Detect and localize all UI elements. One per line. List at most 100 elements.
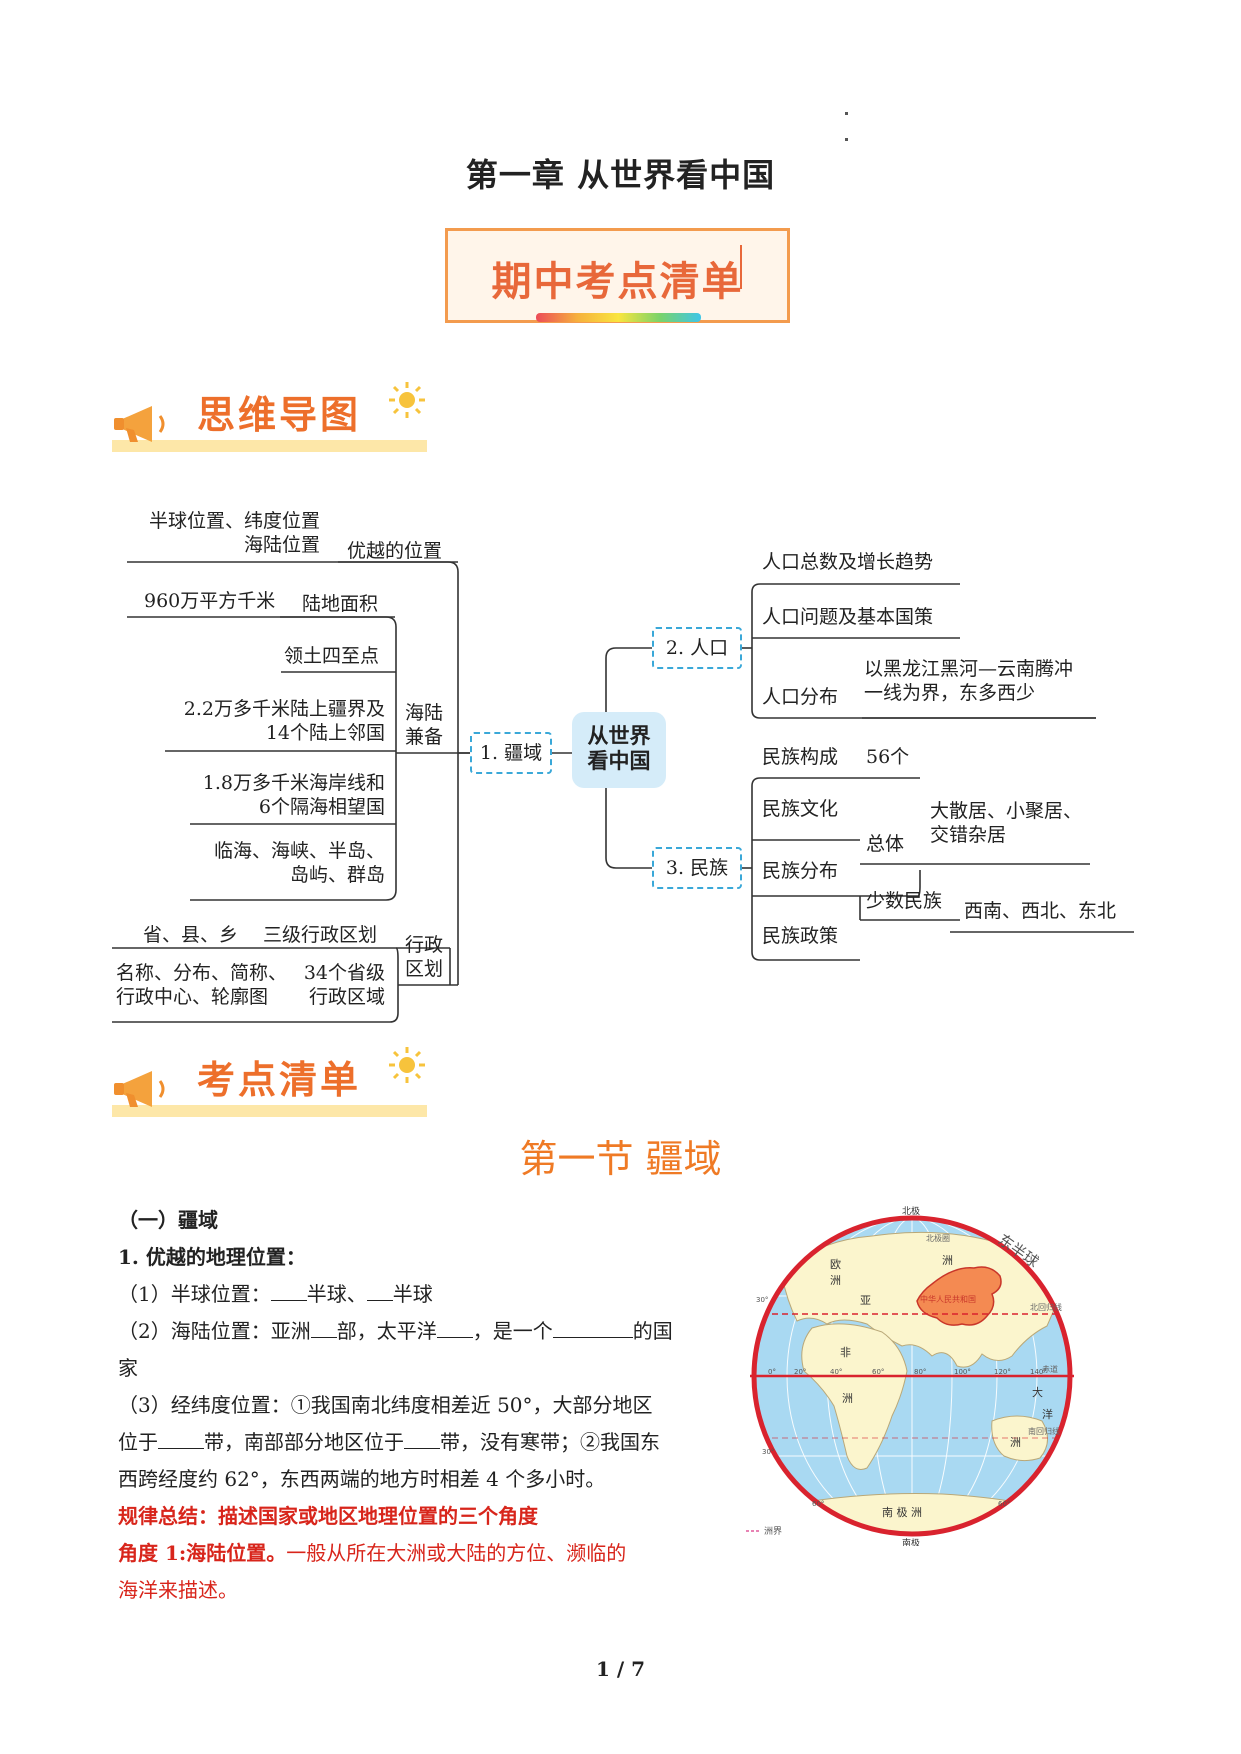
area-value: 960万平方千米 (144, 590, 276, 612)
point-title: 1. 优越的地理位置： (118, 1245, 306, 1269)
asia-label: 亚 (860, 1294, 871, 1307)
center-node: 从世界 看中国 (572, 712, 666, 788)
rainbow-bar (536, 313, 701, 322)
province-details: 名称、分布、简称、 行政中心、轮廓图 (116, 962, 288, 1008)
population-distribution: 以黑龙江黑河—云南腾冲 一线为界，东多西少 (864, 658, 1074, 704)
angle1-line2: 海洋来描述。 (118, 1578, 238, 1602)
population-item: 人口问题及基本国策 (762, 606, 934, 628)
africa-label: 非 (840, 1346, 851, 1359)
territory-node: 1. 疆域 (470, 732, 552, 774)
tropic-cancer-label: 北回归线 (1030, 1302, 1062, 1312)
africa-label: 洲 (842, 1392, 853, 1405)
checklist-section-head: 考点清单 (112, 1045, 427, 1125)
area-label: 陆地面积 (302, 593, 379, 615)
ethnic-minority: 少数民族 (866, 890, 943, 912)
blank (552, 1317, 633, 1338)
mindmap-lines (112, 561, 1134, 1023)
admin-label: 行政 区划 (405, 934, 444, 980)
sea-features: 临海、海峡、半岛、 岛屿、群岛 (213, 840, 385, 886)
advantage-position-label: 优越的位置 (347, 540, 443, 562)
advantage-detail: 半球位置、纬度位置 海陆位置 (148, 510, 320, 556)
dot-mark (845, 112, 848, 115)
blank (404, 1428, 440, 1449)
oceania-label: 大 (1032, 1385, 1043, 1399)
population-item: 人口总数及增长趋势 (762, 551, 934, 573)
ethnic-composition: 民族构成 (762, 746, 839, 768)
lon-label: 120° (994, 1368, 1011, 1376)
latlon-line1: （3）经纬度位置：①我国南北纬度相差近 50°，大部分地区 (118, 1393, 653, 1417)
head-underline (112, 440, 427, 452)
hemisphere-line: （1）半球位置：半球、半球 (118, 1280, 433, 1306)
megaphone-icon (114, 406, 165, 442)
ethnic-composition-value: 56个 (866, 746, 910, 768)
sea-land-line: （2）海陆位置：亚洲部，太平洋，是一个的国 (118, 1317, 673, 1343)
ethnic-policy: 民族政策 (762, 925, 839, 947)
latlon-line3: 西跨经度约 62°，东西两端的地方时相差 4 个多小时。 (118, 1467, 606, 1491)
coastline: 1.8万多千米海岸线和 6个隔海相望国 (202, 772, 385, 818)
legend-label: 洲界 (764, 1526, 782, 1537)
china-label: 中华人民共和国 (920, 1294, 976, 1304)
lat-label: 60° (998, 1500, 1010, 1508)
antarctica-label: 南 极 洲 (882, 1505, 922, 1519)
oceania-label: 洲 (1010, 1436, 1021, 1449)
section-head-title: 思维导图 (197, 393, 362, 437)
blank (436, 1317, 473, 1338)
ethnic-overall: 总体 (866, 833, 905, 855)
banner-title: 期中考点清单 (491, 259, 744, 305)
blank (158, 1428, 204, 1449)
mindmap-section-head: 思维导图 (112, 380, 427, 460)
territory-extremes: 领土四至点 (284, 645, 380, 667)
arctic-circle-label: 北极圈 (926, 1233, 950, 1243)
population-item: 人口分布 (762, 686, 839, 708)
ethnic-minority-value: 西南、西北、东北 (964, 900, 1117, 922)
ethnic-distribution: 民族分布 (762, 860, 839, 882)
ethnic-culture: 民族文化 (762, 798, 839, 820)
section-title: 第一节 疆域 (519, 1137, 722, 1181)
eastern-hemisphere-globe: 北极 南极 东半球 北极圈 北回归线 南回归线 赤道 中华人民共和国 欧 洲 洲… (746, 1206, 1074, 1546)
europe-label: 欧 (830, 1258, 841, 1271)
lat-label: 0° (768, 1368, 776, 1376)
lon-label: 60° (872, 1368, 884, 1376)
angle1-line: 角度 1:海陆位置。一般从所在大洲或大陆的方位、濒临的 (118, 1541, 627, 1565)
asia-label: 洲 (942, 1254, 953, 1267)
rule-summary: 规律总结：描述国家或地区地理位置的三个角度 (118, 1504, 538, 1528)
blank (310, 1317, 337, 1338)
sun-icon (389, 382, 425, 418)
blank (366, 1280, 393, 1301)
admin-levels-left: 省、县、乡 (143, 924, 239, 946)
china-shape (916, 1266, 1002, 1326)
tropic-capricorn-label: 南回归线 (1028, 1426, 1060, 1436)
ethnic-node: 3. 民族 (652, 847, 742, 889)
admin-levels-right: 三级行政区划 (263, 924, 378, 946)
latlon-line2: 位于带，南部部分地区位于带，没有寒带；②我国东 (118, 1428, 660, 1454)
ethnic-overall-detail: 大散居、小聚居、 交错杂居 (930, 800, 1083, 846)
blank (270, 1280, 307, 1301)
province-count: 34个省级 行政区域 (303, 962, 385, 1008)
megaphone-icon (114, 1071, 165, 1107)
lon-label: 100° (954, 1368, 971, 1376)
europe-label: 洲 (830, 1274, 841, 1287)
land-sea-label: 海陆 兼备 (405, 702, 444, 748)
lon-label: 40° (830, 1368, 842, 1376)
lat-label: 60° (812, 1500, 824, 1508)
lat-label: 30° (756, 1296, 768, 1304)
page-number: 1 / 7 (595, 1657, 646, 1681)
equator-label: 赤道 (1042, 1364, 1058, 1374)
exam-checklist-banner: 期中考点清单 (445, 228, 790, 323)
lon-label: 140° (1030, 1368, 1047, 1376)
lon-label: 20° (794, 1368, 806, 1376)
dot-mark (845, 138, 848, 141)
head-underline (112, 1105, 427, 1117)
sub-heading: （一）疆域 (118, 1208, 218, 1232)
globe-rim (751, 1215, 1073, 1537)
content-body: （一）疆域 1. 优越的地理位置： （1）半球位置：半球、半球 （2）海陆位置：… (118, 1202, 718, 1609)
lon-label: 80° (914, 1368, 926, 1376)
chapter-title: 第一章 从世界看中国 (465, 156, 776, 194)
sea-land-line2: 家 (118, 1356, 138, 1380)
north-pole-label: 北极 (902, 1206, 920, 1217)
section-head-title: 考点清单 (197, 1058, 362, 1102)
population-node: 2. 人口 (652, 627, 742, 669)
oceania-label: 洋 (1042, 1407, 1053, 1421)
sun-icon (389, 1047, 425, 1083)
land-border: 2.2万多千米陆上疆界及 14个陆上邻国 (183, 698, 385, 744)
